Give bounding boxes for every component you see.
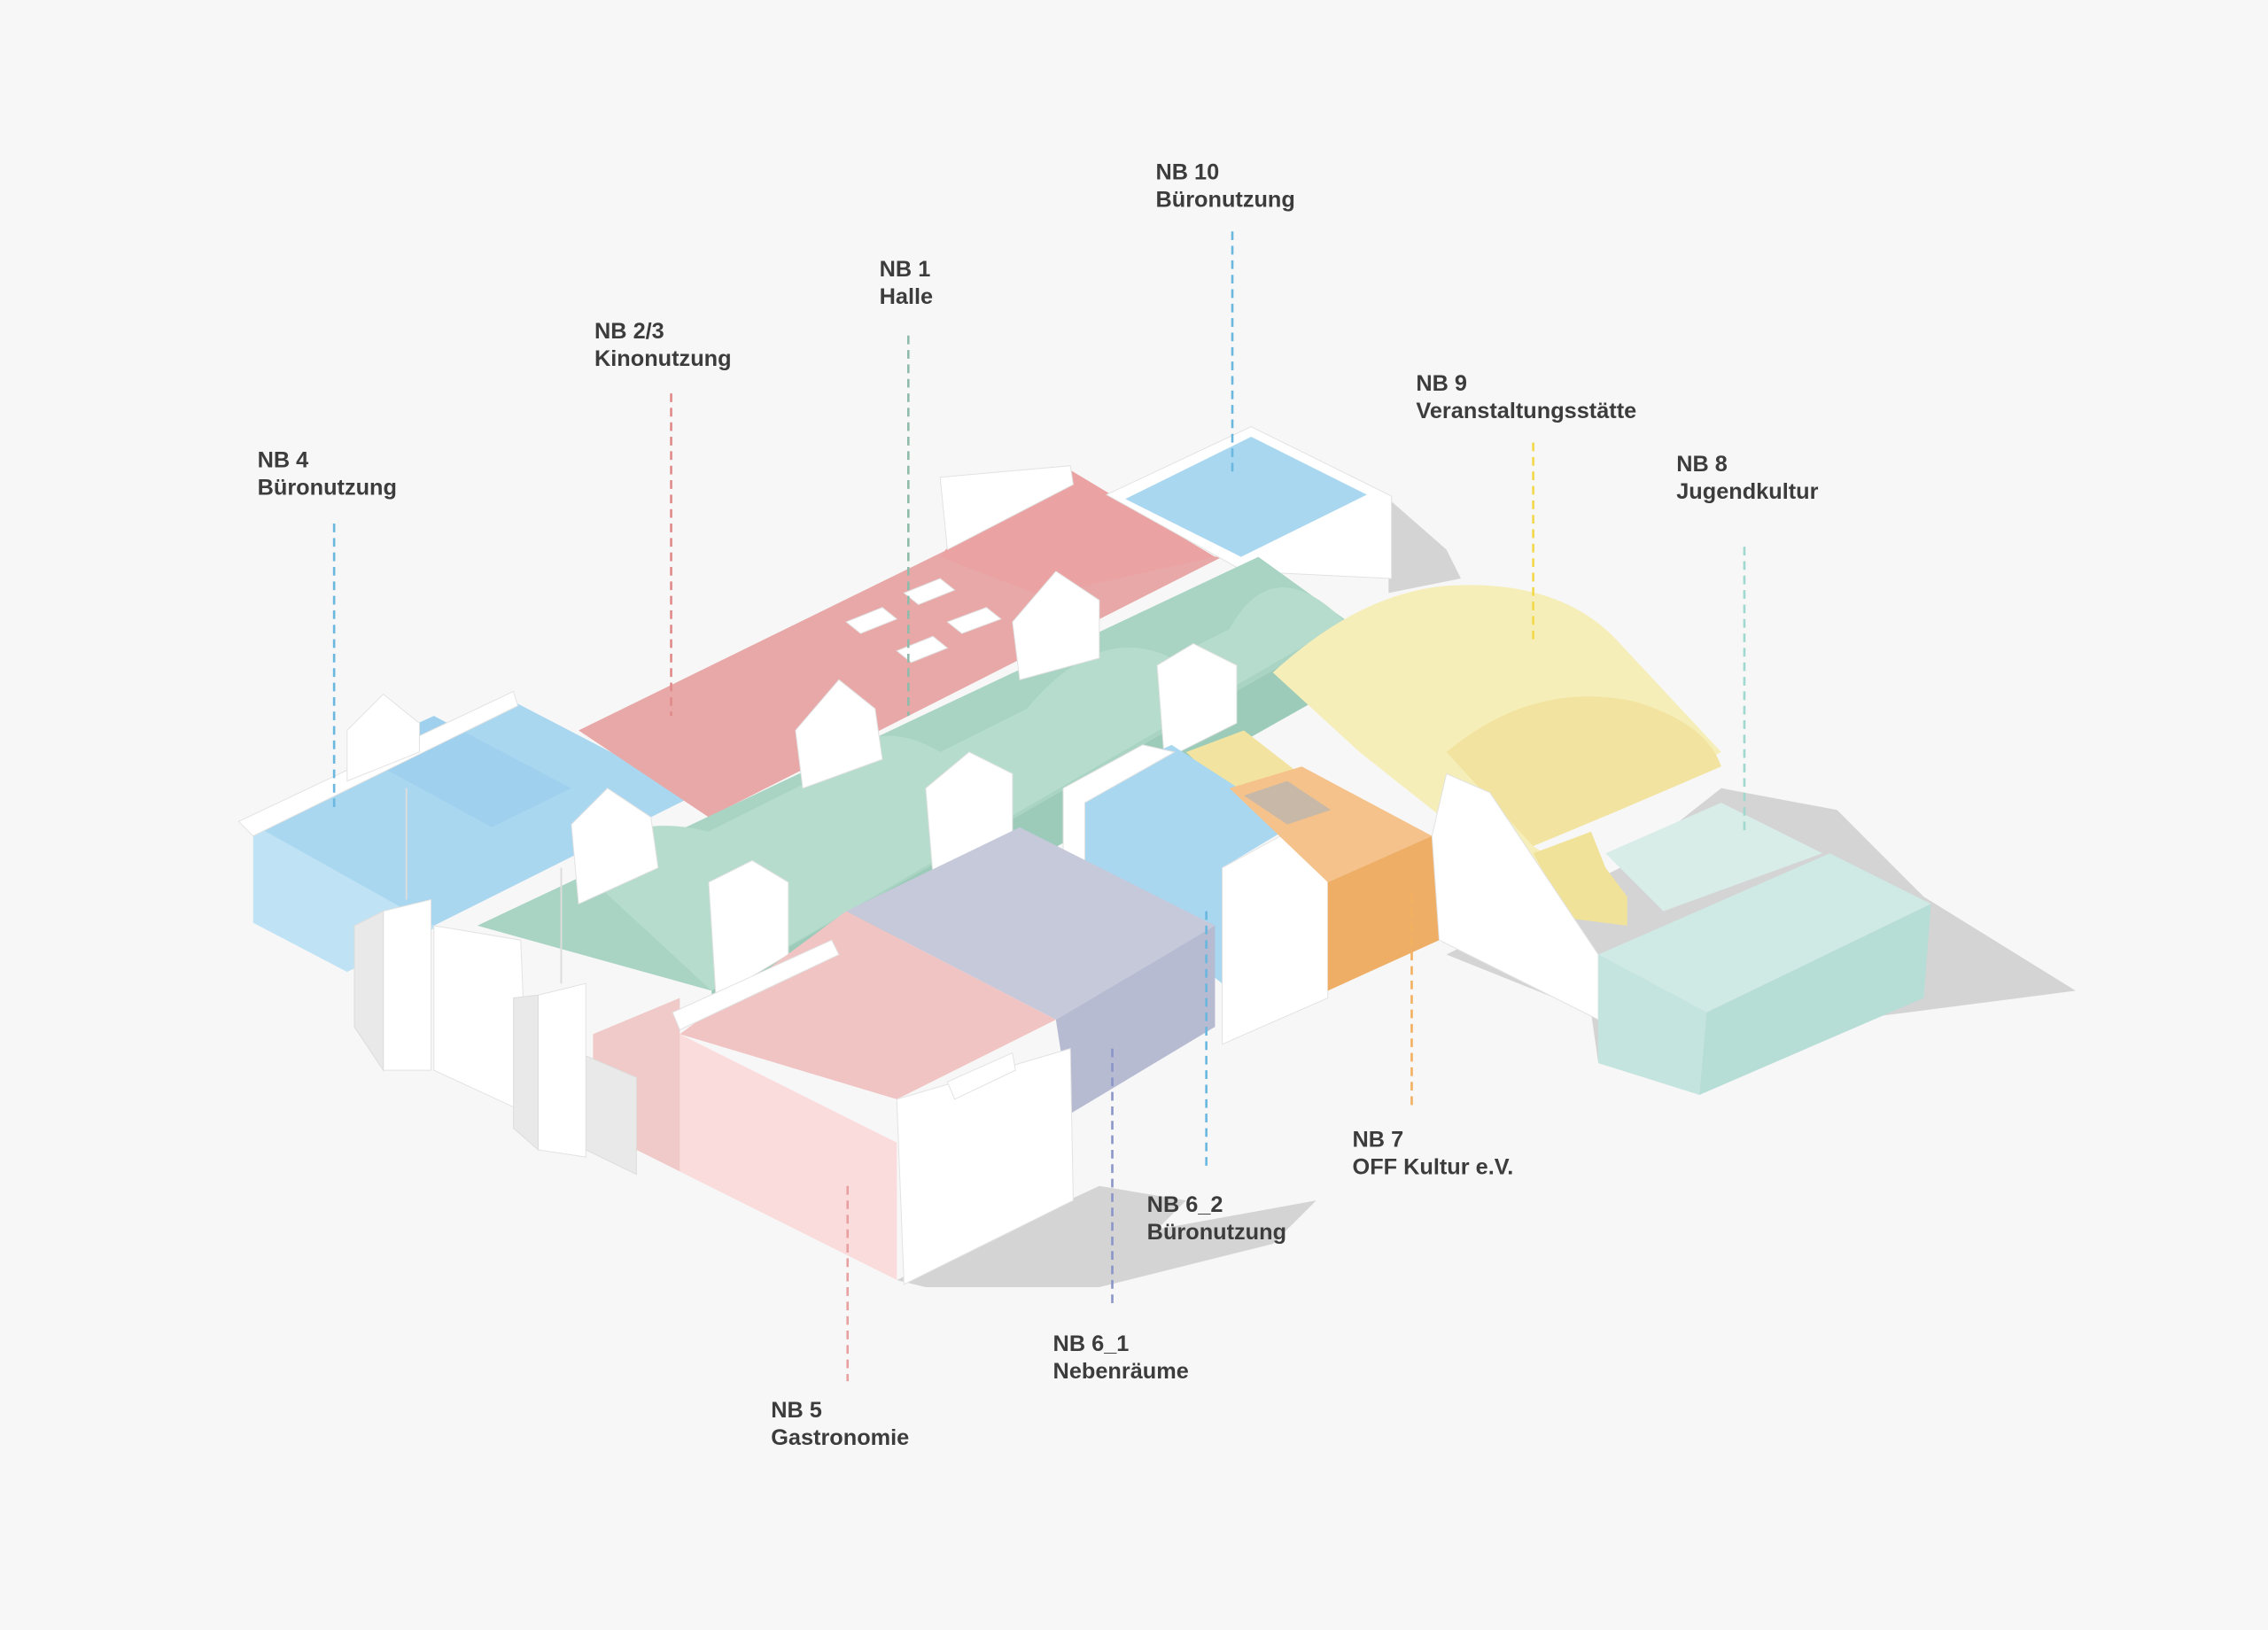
- facade-walls: [353, 788, 1074, 1285]
- label-nb10: NB 10 Büronutzung: [1155, 159, 1294, 212]
- label-code: NB 10: [1155, 159, 1219, 184]
- leader-lines: [332, 231, 1746, 1382]
- label-use: Kinonutzung: [594, 346, 732, 371]
- label-code: NB 4: [258, 447, 309, 472]
- label-code: NB 6_1: [1053, 1331, 1130, 1356]
- label-code: NB 2/3: [594, 319, 664, 344]
- building-nb8: [1598, 803, 1931, 1095]
- label-code: NB 5: [771, 1398, 822, 1423]
- building-nb62: [1062, 744, 1329, 1045]
- building-nb10: [1105, 426, 1393, 579]
- label-use: Nebenräume: [1053, 1359, 1189, 1384]
- label-use: OFF Kultur e.V.: [1353, 1155, 1514, 1180]
- label-use: Gastronomie: [771, 1425, 909, 1450]
- label-nb4: NB 4 Büronutzung: [258, 447, 397, 500]
- label-code: NB 8: [1676, 452, 1728, 477]
- label-nb9: NB 9 Veranstaltungsstätte: [1416, 371, 1636, 423]
- label-use: Halle: [880, 284, 933, 309]
- building-nb61: [846, 827, 1216, 1114]
- label-code: NB 1: [880, 257, 931, 282]
- label-use: Büronutzung: [1147, 1220, 1286, 1245]
- label-code: NB 9: [1416, 371, 1467, 396]
- label-code: NB 7: [1353, 1128, 1404, 1153]
- label-use: Jugendkultur: [1676, 479, 1818, 504]
- label-use: Büronutzung: [258, 475, 397, 500]
- label-code: NB 6_2: [1147, 1192, 1223, 1217]
- label-use: Veranstaltungsstätte: [1416, 399, 1636, 423]
- label-use: Büronutzung: [1155, 187, 1294, 212]
